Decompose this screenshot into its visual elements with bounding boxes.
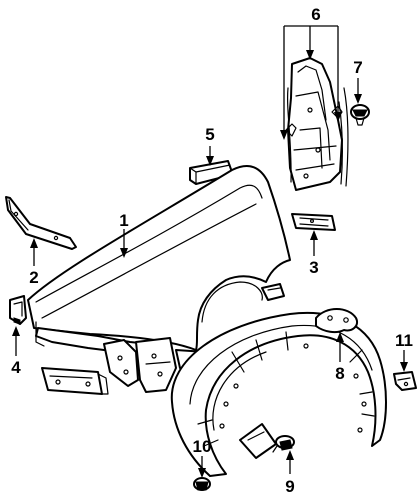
liner-clip-part bbox=[393, 371, 417, 391]
inner-pillar-panel-part bbox=[285, 57, 349, 191]
push-clip-part bbox=[350, 104, 370, 126]
plastic-rivet-part bbox=[193, 477, 211, 491]
fender-liner-part bbox=[170, 308, 387, 477]
mounting-plate-part bbox=[291, 213, 336, 231]
fender-brace-part bbox=[5, 196, 77, 250]
callout-10: 10 bbox=[193, 437, 212, 456]
front-fender-part bbox=[27, 165, 291, 395]
callout-3: 3 bbox=[309, 258, 318, 277]
callout-2: 2 bbox=[29, 268, 38, 287]
callout-4: 4 bbox=[11, 358, 21, 377]
leader-lines bbox=[12, 25, 408, 478]
callout-1: 1 bbox=[119, 211, 128, 230]
callout-9: 9 bbox=[285, 477, 294, 496]
callout-11: 11 bbox=[395, 331, 413, 350]
callout-7: 7 bbox=[353, 58, 362, 77]
callout-8: 8 bbox=[335, 364, 344, 383]
callout-5: 5 bbox=[205, 125, 214, 144]
callout-numbers: 1 2 3 4 5 6 7 8 9 10 11 bbox=[11, 5, 413, 496]
fender-clip-part bbox=[9, 295, 27, 325]
callout-6: 6 bbox=[311, 5, 320, 24]
retainer-screw-part bbox=[272, 435, 295, 453]
